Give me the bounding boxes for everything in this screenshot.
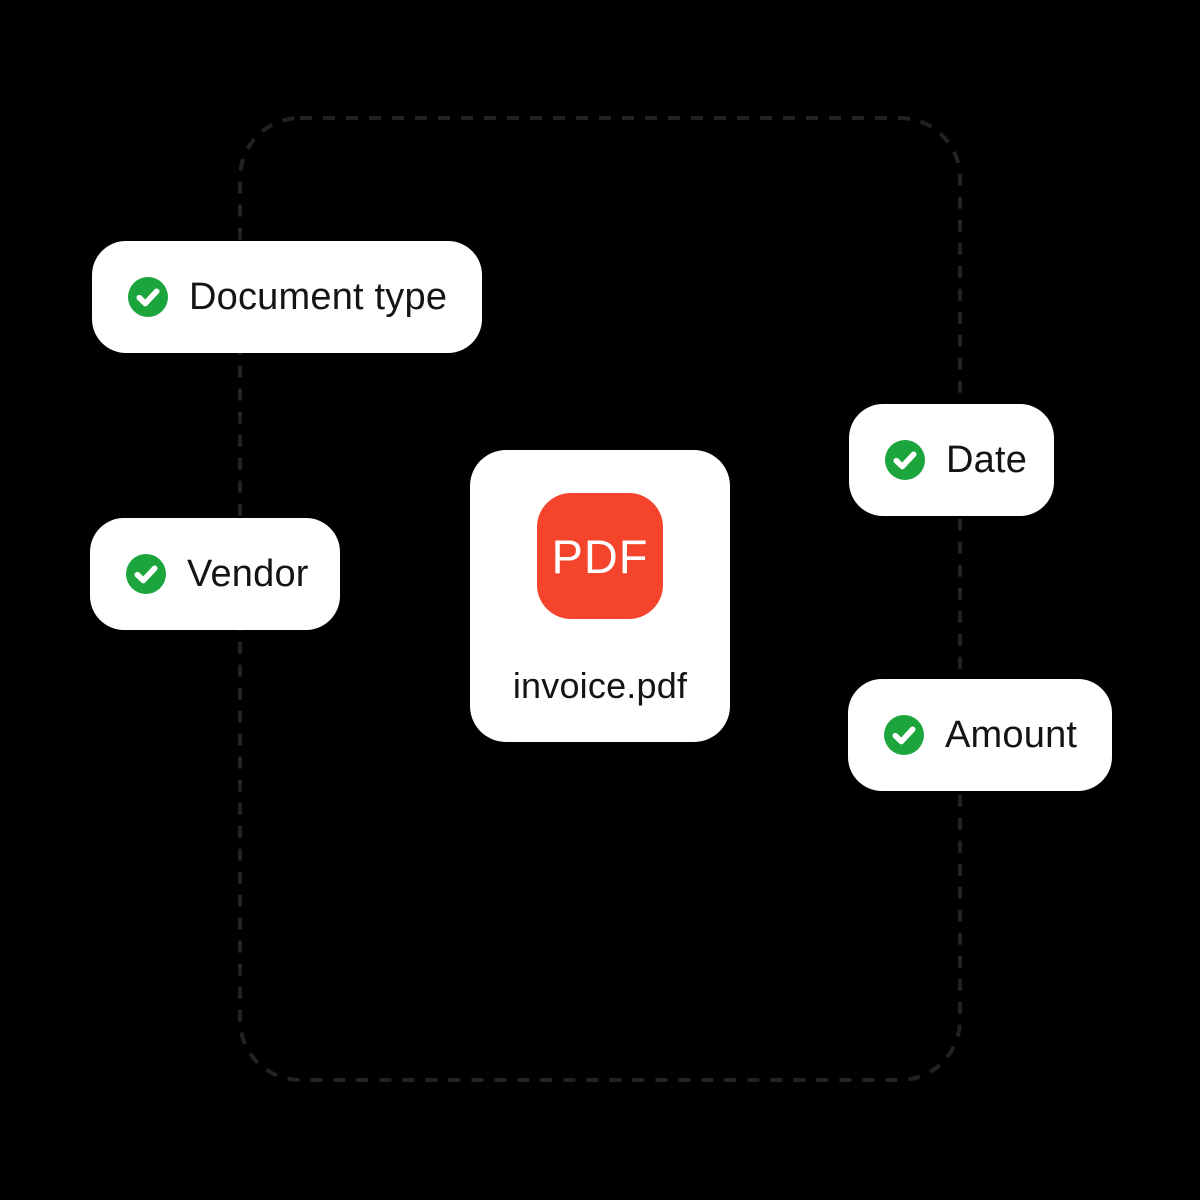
check-icon (128, 277, 168, 317)
check-icon (885, 440, 925, 480)
file-card: PDF invoice.pdf (470, 450, 730, 742)
chip-amount-label: Amount (945, 713, 1078, 756)
check-icon (126, 554, 166, 594)
chip-date-label: Date (946, 438, 1028, 481)
pdf-file-icon: PDF (537, 493, 663, 619)
chip-amount: Amount (848, 679, 1112, 791)
chip-date: Date (849, 404, 1054, 516)
chip-vendor: Vendor (90, 518, 340, 630)
chip-document-type-label: Document type (189, 275, 448, 318)
chip-document-type: Document type (92, 241, 482, 353)
pdf-badge-label: PDF (551, 529, 649, 583)
check-icon (884, 715, 924, 755)
filename-label: invoice.pdf (512, 665, 688, 706)
chip-vendor-label: Vendor (187, 552, 309, 595)
